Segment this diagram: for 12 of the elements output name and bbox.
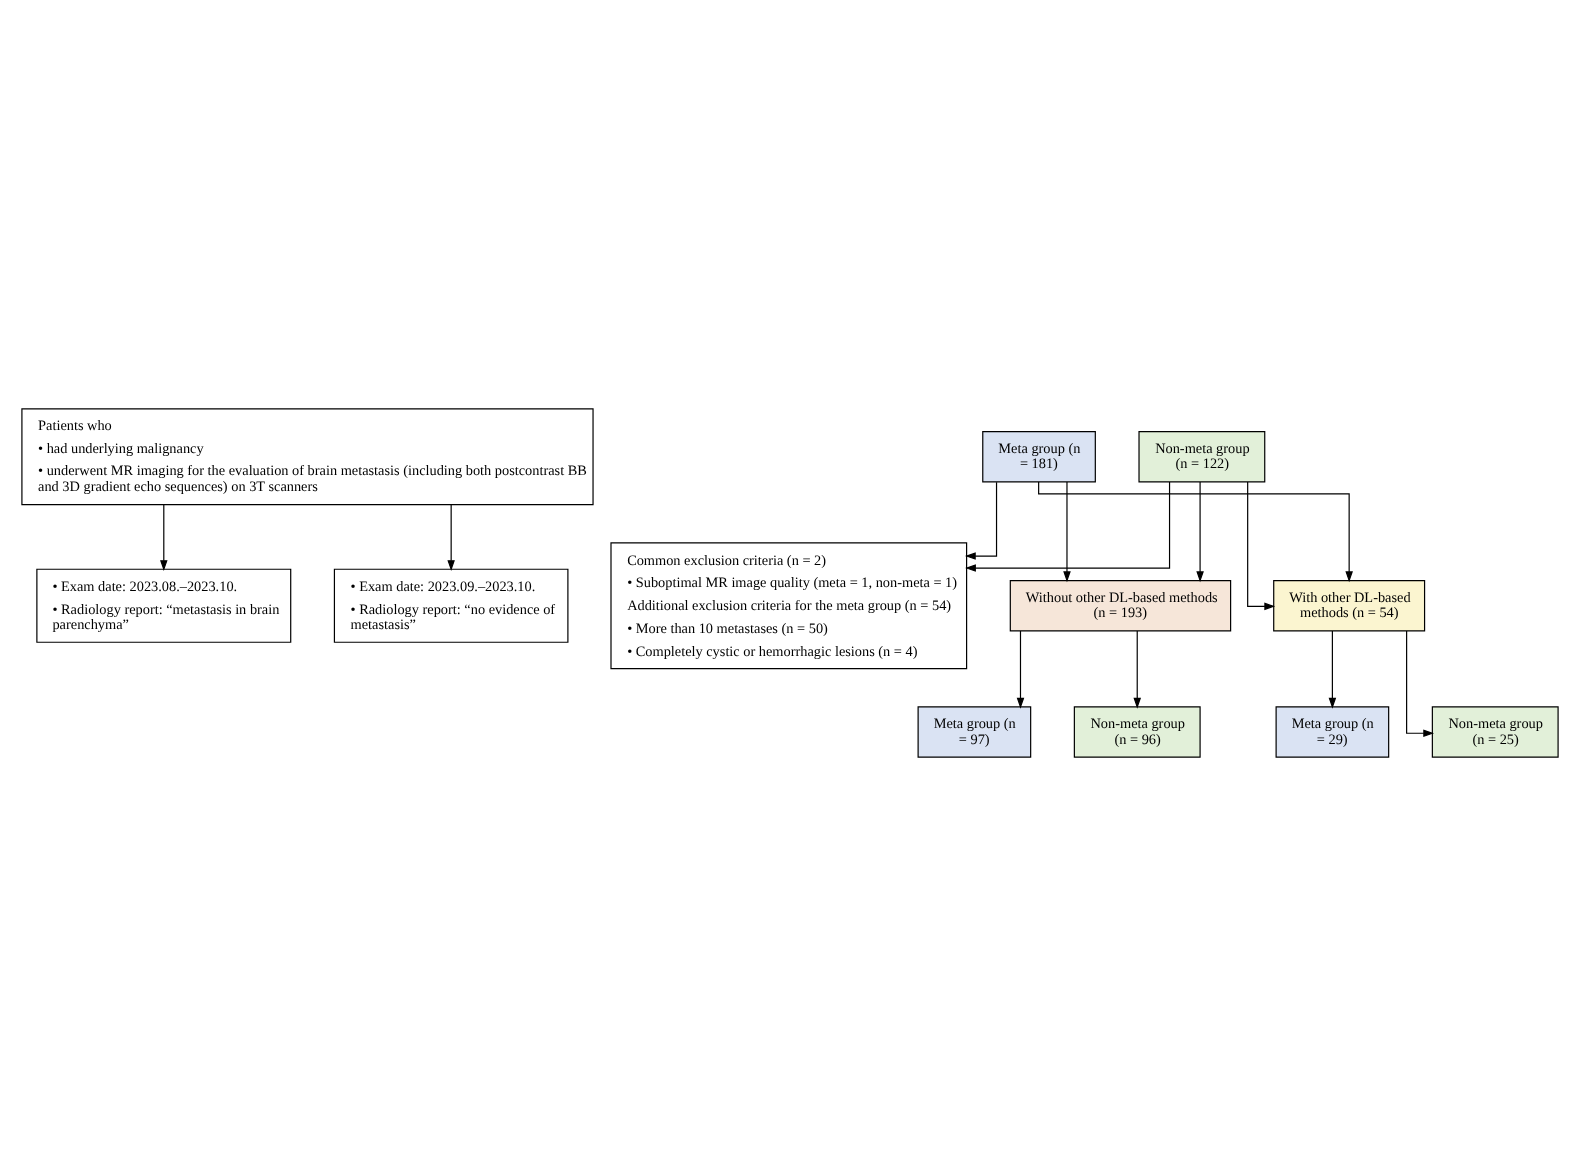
arrow bbox=[447, 503, 455, 571]
arrow bbox=[964, 480, 998, 559]
arrow bbox=[1133, 629, 1141, 708]
arrow bbox=[160, 503, 168, 571]
arrow bbox=[1196, 480, 1204, 582]
arrow bbox=[965, 480, 1171, 571]
arrow bbox=[1328, 629, 1337, 708]
arrow bbox=[1247, 480, 1276, 610]
arrow bbox=[1016, 629, 1025, 708]
arrow bbox=[1038, 480, 1353, 582]
arrow bbox=[1063, 480, 1071, 582]
arrow bbox=[1406, 629, 1435, 737]
